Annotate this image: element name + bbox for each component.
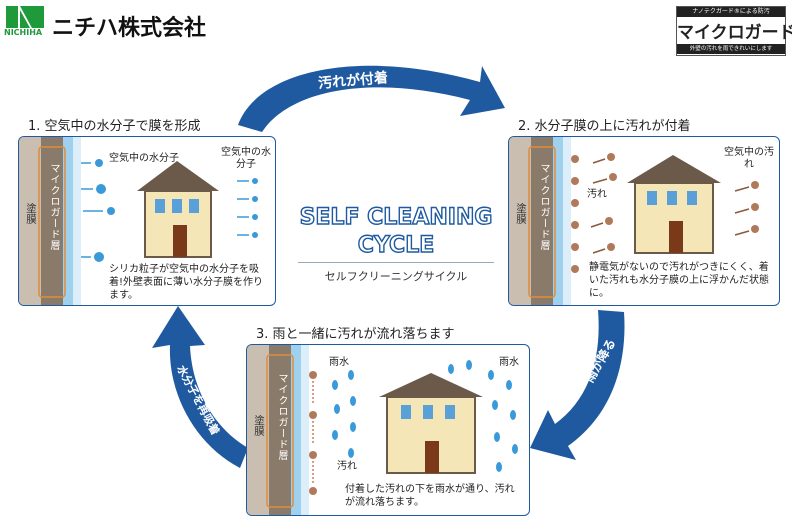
center-title-line2: CYCLE: [357, 232, 435, 258]
step1-coat-label: マイクロガード層: [48, 163, 59, 251]
step2-wall-label: 塗膜: [515, 203, 527, 224]
center-title-line1: SELF CLEANING: [299, 204, 493, 230]
brand-badge: ナノテクガード®による防汚 マイクロガード 外壁の汚れを雨できれいにします: [676, 6, 792, 56]
step1-wall-label: 塗膜: [25, 203, 37, 224]
arrow-top: [238, 65, 505, 132]
step3-coat-label: マイクロガード層: [276, 373, 287, 461]
arrow-right: [530, 310, 625, 460]
step2-dirt-label: 汚れ: [587, 189, 607, 200]
company-name: ニチハ株式会社: [52, 16, 207, 41]
step1-label-right: 空気中の水分子: [221, 147, 271, 170]
brand-top: ナノテクガード®による防汚: [677, 7, 785, 17]
center-subtitle: セルフクリーニングサイクル: [324, 270, 468, 283]
step2-note: 静電気がないので汚れがつきにくく、着いた汚れも水分子膜の上に浮かんだ状態に。: [589, 262, 769, 299]
nichiha-logo: NICHIHA: [4, 4, 46, 38]
nichiha-logo-icon: [6, 6, 44, 28]
step3-rain-right: 雨水: [499, 357, 519, 368]
brand-sub: 外壁の汚れを雨できれいにします: [677, 44, 785, 54]
step1-note: シリカ粒子が空気中の水分子を吸着!外壁表面に薄い水分子膜を作ります。: [109, 264, 264, 301]
step1-label-left: 空気中の水分子: [109, 153, 179, 164]
center-divider: [298, 262, 494, 263]
step1-illustration: [19, 137, 258, 305]
arrow-left: [152, 306, 248, 468]
step3-dirt-label: 汚れ: [337, 461, 357, 472]
step3-illustration: [247, 345, 518, 515]
step2-panel: 塗膜 マイクロガード層 汚れ 空気中の汚れ 静電気がないので汚れがつきにくく、着…: [508, 136, 780, 306]
step2-title: 2. 水分子膜の上に汚れが付着: [518, 119, 691, 134]
step3-title: 3. 雨と一緒に汚れが流れ落ちます: [256, 327, 455, 342]
step1-title: 1. 空気中の水分子で膜を形成: [28, 119, 201, 134]
step3-wall-label: 塗膜: [253, 415, 265, 436]
step1-panel: 塗膜 マイクロガード層 空気中の水分子 空気中の水分子 シリカ粒子が空気中の水分…: [18, 136, 276, 306]
step3-rain-left: 雨水: [329, 357, 349, 368]
step3-note: 付着した汚れの下を雨水が通り、汚れが流れ落ちます。: [345, 484, 515, 508]
brand-name: マイクロガード: [677, 23, 792, 43]
step3-panel: 塗膜 マイクロガード層 雨水 雨水 汚れ 付着した汚れの下を雨水が通り、汚れが流…: [246, 344, 530, 516]
logo-text: NICHIHA: [4, 28, 43, 37]
step2-coat-label: マイクロガード層: [538, 163, 549, 251]
step2-illustration: [509, 137, 759, 305]
step2-label-right: 空気中の汚れ: [724, 147, 774, 170]
